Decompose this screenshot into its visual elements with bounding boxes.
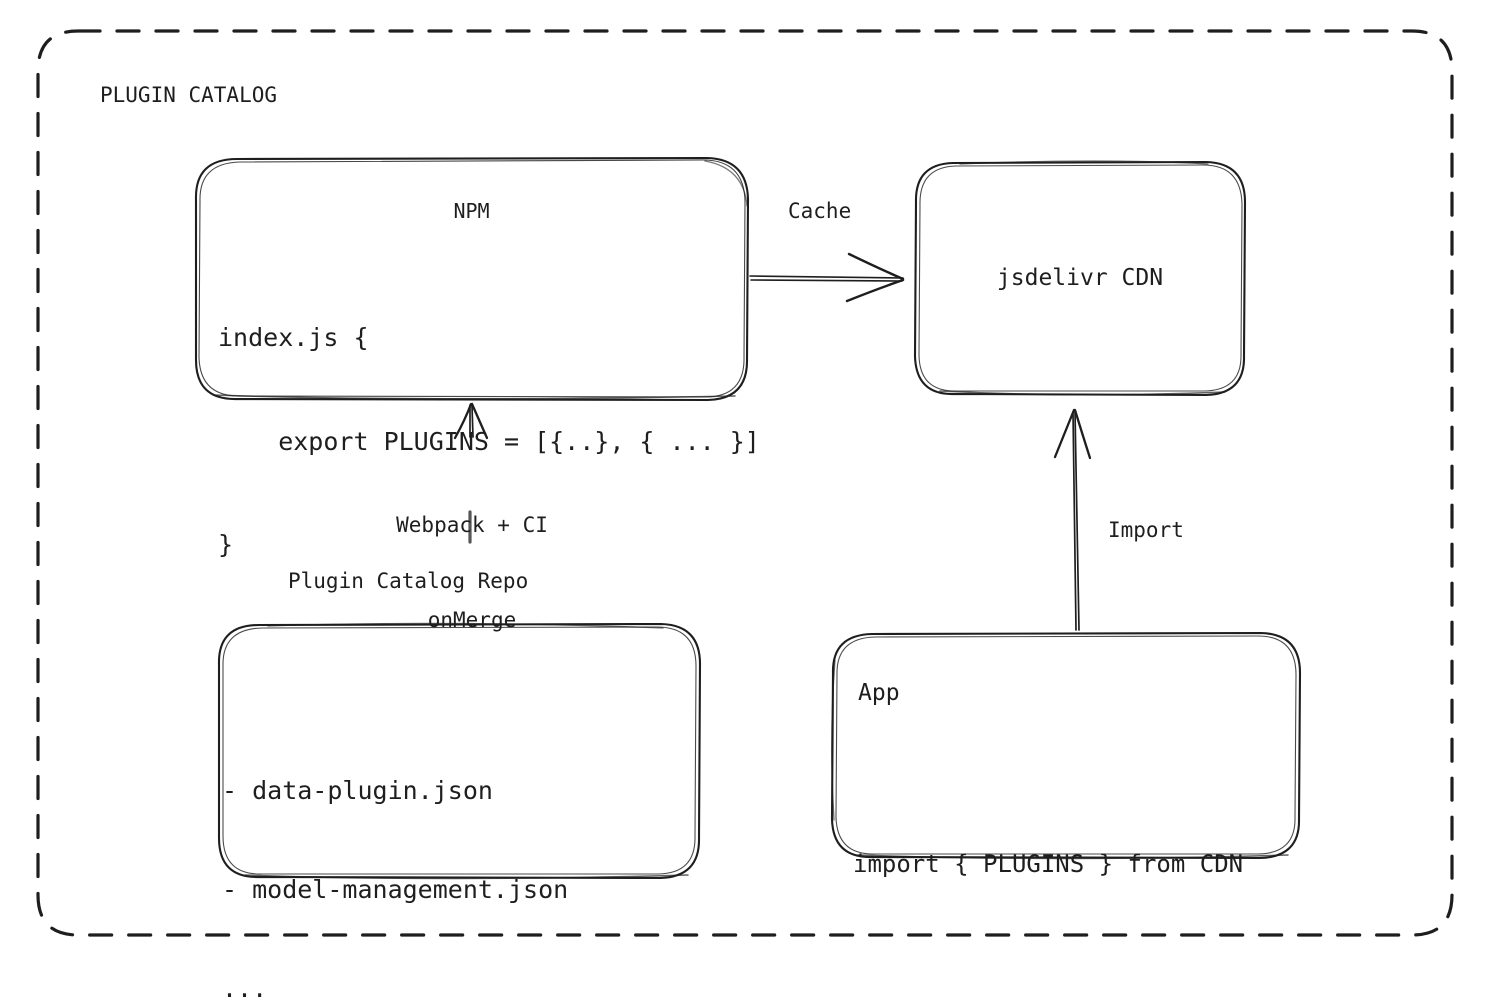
- container-title: PLUGIN CATALOG: [100, 83, 278, 107]
- npm-code-line-2: export PLUGINS = [{..}, { ... }]: [218, 426, 760, 456]
- repo-list-item-2: - model-management.json: [222, 875, 569, 904]
- edge-npm-to-cdn: [749, 252, 905, 303]
- edge-label-webpack-ci: Webpack + CI onMerge: [372, 447, 572, 699]
- repo-list-item-1: - data-plugin.json: [222, 776, 493, 805]
- npm-node-code: index.js { export PLUGINS = [{..}, { ...…: [218, 252, 760, 632]
- app-node-title: App: [858, 680, 900, 706]
- cdn-node-title: jsdelivr CDN: [996, 265, 1164, 291]
- app-node-code: import { PLUGINS } from CDN PLUGINS.forE…: [853, 736, 1243, 1002]
- app-code-line-1: import { PLUGINS } from CDN: [853, 850, 1244, 879]
- repo-node-caption: Plugin Catalog Repo: [288, 569, 529, 593]
- npm-code-line-3: }: [218, 530, 234, 559]
- edge-label-webpack-ci-line-1: Webpack + CI: [396, 513, 548, 537]
- edge-label-webpack-ci-line-2: onMerge: [427, 607, 517, 632]
- repo-list-item-3: ...: [222, 974, 268, 1002]
- npm-node-title: NPM: [453, 199, 490, 223]
- edge-label-cache: Cache: [788, 199, 852, 223]
- repo-node-list: - data-plugin.json - model-management.js…: [222, 708, 568, 1002]
- edge-app-to-cdn: [1053, 408, 1092, 631]
- edge-label-import: Import: [1108, 518, 1184, 542]
- app-code-line-2: PLUGINS.forEach {}: [853, 994, 1243, 1002]
- npm-code-line-1: index.js {: [218, 323, 369, 352]
